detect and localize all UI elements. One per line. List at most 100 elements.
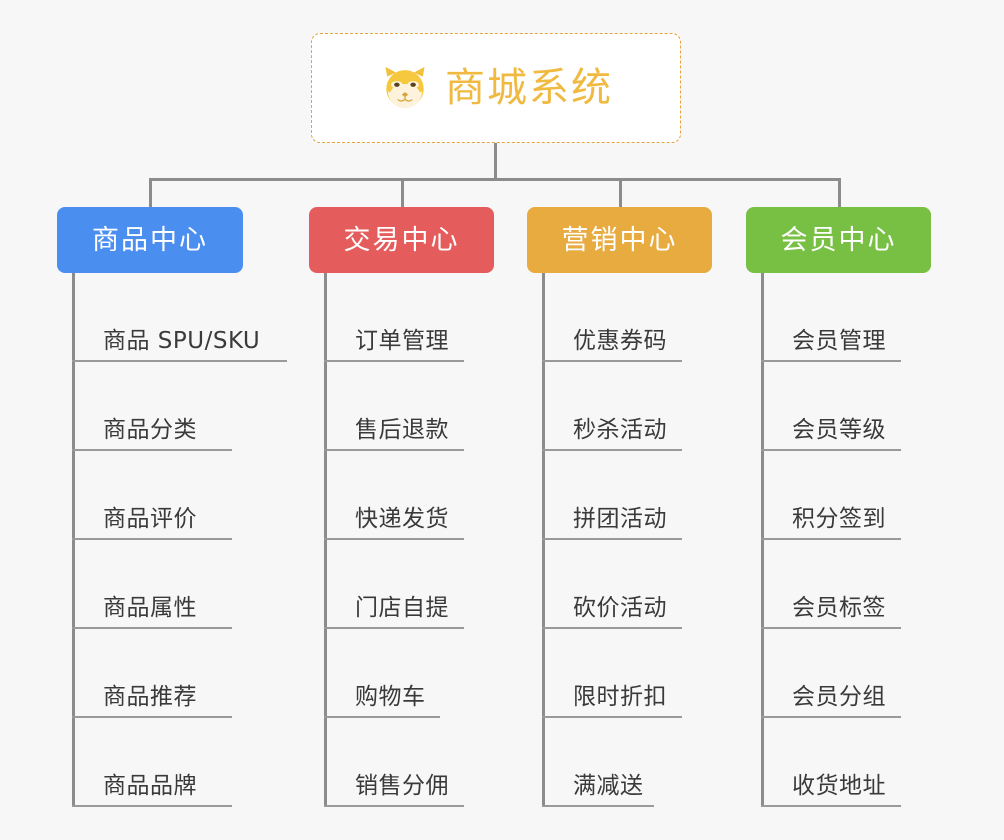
leaf-list-marketing: 优惠券码 秒杀活动 拼团活动 砍价活动 限时折扣 满减送 <box>527 273 712 807</box>
leaf-underline <box>324 359 464 362</box>
leaf-item[interactable]: 售后退款 <box>309 362 494 451</box>
branch-column-member: 会员中心 会员管理 会员等级 积分签到 会员标签 会员分组 <box>746 207 931 807</box>
leaf-underline <box>324 626 464 629</box>
leaf-label: 优惠券码 <box>573 328 667 354</box>
branch-header-label: 交易中心 <box>343 224 460 256</box>
branch-header-label: 商品中心 <box>92 224 208 256</box>
connector-horizontal-bus <box>149 178 841 181</box>
leaf-item[interactable]: 快递发货 <box>309 451 494 540</box>
leaf-underline <box>761 626 901 629</box>
branch-column-product: 商品中心 商品 SPU/SKU 商品分类 商品评价 商品属性 商品推荐 <box>57 207 287 807</box>
leaf-label: 收货地址 <box>792 773 886 799</box>
leaf-underline <box>542 626 682 629</box>
leaf-item[interactable]: 商品分类 <box>57 362 243 451</box>
leaf-label: 拼团活动 <box>573 506 667 532</box>
leaf-item[interactable]: 会员等级 <box>746 362 931 451</box>
leaf-label: 门店自提 <box>355 595 449 621</box>
branch-column-marketing: 营销中心 优惠券码 秒杀活动 拼团活动 砍价活动 限时折扣 <box>527 207 712 807</box>
leaf-label: 商品 SPU/SKU <box>103 328 261 354</box>
leaf-label: 会员管理 <box>792 328 886 354</box>
connector-root-stem <box>494 143 497 180</box>
leaf-item[interactable]: 销售分佣 <box>309 718 494 807</box>
leaf-underline <box>324 448 464 451</box>
leaf-list-product: 商品 SPU/SKU 商品分类 商品评价 商品属性 商品推荐 商品品牌 <box>57 273 287 807</box>
leaf-list-member: 会员管理 会员等级 积分签到 会员标签 会员分组 收货地址 <box>746 273 931 807</box>
branch-trunk <box>542 273 545 807</box>
leaf-underline <box>761 804 901 807</box>
leaf-item[interactable]: 收货地址 <box>746 718 931 807</box>
leaf-label: 会员标签 <box>792 595 886 621</box>
leaf-underline <box>542 715 682 718</box>
leaf-item[interactable]: 积分签到 <box>746 451 931 540</box>
leaf-item[interactable]: 会员标签 <box>746 540 931 629</box>
leaf-label: 销售分佣 <box>355 773 449 799</box>
leaf-label: 商品推荐 <box>103 684 197 710</box>
leaf-underline <box>761 537 901 540</box>
leaf-label: 会员分组 <box>792 684 886 710</box>
branch-header-trade[interactable]: 交易中心 <box>309 207 494 273</box>
leaf-label: 积分签到 <box>792 506 886 532</box>
leaf-item[interactable]: 会员分组 <box>746 629 931 718</box>
leaf-item[interactable]: 砍价活动 <box>527 540 712 629</box>
leaf-underline <box>542 359 682 362</box>
leaf-item[interactable]: 商品 SPU/SKU <box>57 273 287 362</box>
leaf-underline <box>761 448 901 451</box>
branch-header-label: 营销中心 <box>561 224 678 256</box>
connector-drop-branch-3 <box>619 178 622 208</box>
leaf-label: 砍价活动 <box>573 595 667 621</box>
leaf-item[interactable]: 商品评价 <box>57 451 243 540</box>
shiba-dog-face-icon <box>379 62 431 114</box>
leaf-label: 满减送 <box>573 773 644 799</box>
leaf-underline <box>761 359 901 362</box>
connector-drop-branch-4 <box>838 178 841 208</box>
branch-trunk <box>324 273 327 807</box>
branch-header-label: 会员中心 <box>780 224 897 256</box>
connector-drop-branch-1 <box>149 178 152 208</box>
leaf-item[interactable]: 会员管理 <box>746 273 931 362</box>
leaf-item[interactable]: 门店自提 <box>309 540 494 629</box>
branch-trunk <box>761 273 764 807</box>
root-title: 商城系统 <box>445 65 613 111</box>
leaf-underline <box>542 448 682 451</box>
leaf-underline <box>324 537 464 540</box>
leaf-underline <box>72 715 232 718</box>
leaf-item[interactable]: 购物车 <box>309 629 494 718</box>
leaf-item[interactable]: 拼团活动 <box>527 451 712 540</box>
branch-header-marketing[interactable]: 营销中心 <box>527 207 712 273</box>
leaf-underline <box>542 804 654 807</box>
leaf-item[interactable]: 秒杀活动 <box>527 362 712 451</box>
leaf-underline <box>72 359 287 362</box>
leaf-item[interactable]: 商品属性 <box>57 540 243 629</box>
leaf-label: 商品品牌 <box>103 773 197 799</box>
leaf-label: 会员等级 <box>792 417 886 443</box>
leaf-underline <box>72 448 232 451</box>
leaf-label: 售后退款 <box>355 417 449 443</box>
leaf-item[interactable]: 限时折扣 <box>527 629 712 718</box>
leaf-item[interactable]: 订单管理 <box>309 273 494 362</box>
leaf-underline <box>72 626 232 629</box>
leaf-item[interactable]: 商品品牌 <box>57 718 243 807</box>
leaf-underline <box>761 715 901 718</box>
leaf-underline <box>72 804 232 807</box>
branch-header-member[interactable]: 会员中心 <box>746 207 931 273</box>
leaf-underline <box>324 804 464 807</box>
leaf-label: 购物车 <box>355 684 426 710</box>
leaf-label: 商品分类 <box>103 417 197 443</box>
branch-column-trade: 交易中心 订单管理 售后退款 快递发货 门店自提 购物车 <box>309 207 494 807</box>
leaf-item[interactable]: 满减送 <box>527 718 712 807</box>
leaf-underline <box>542 537 682 540</box>
leaf-list-trade: 订单管理 售后退款 快递发货 门店自提 购物车 销售分佣 <box>309 273 494 807</box>
root-node[interactable]: 商城系统 <box>311 33 681 143</box>
branch-header-product[interactable]: 商品中心 <box>57 207 243 273</box>
leaf-label: 秒杀活动 <box>573 417 667 443</box>
branch-trunk <box>72 273 75 807</box>
leaf-item[interactable]: 商品推荐 <box>57 629 243 718</box>
leaf-label: 快递发货 <box>355 506 449 532</box>
leaf-item[interactable]: 优惠券码 <box>527 273 712 362</box>
leaf-underline <box>324 715 440 718</box>
connector-drop-branch-2 <box>401 178 404 208</box>
leaf-label: 限时折扣 <box>573 684 667 710</box>
leaf-label: 商品属性 <box>103 595 197 621</box>
leaf-underline <box>72 537 232 540</box>
